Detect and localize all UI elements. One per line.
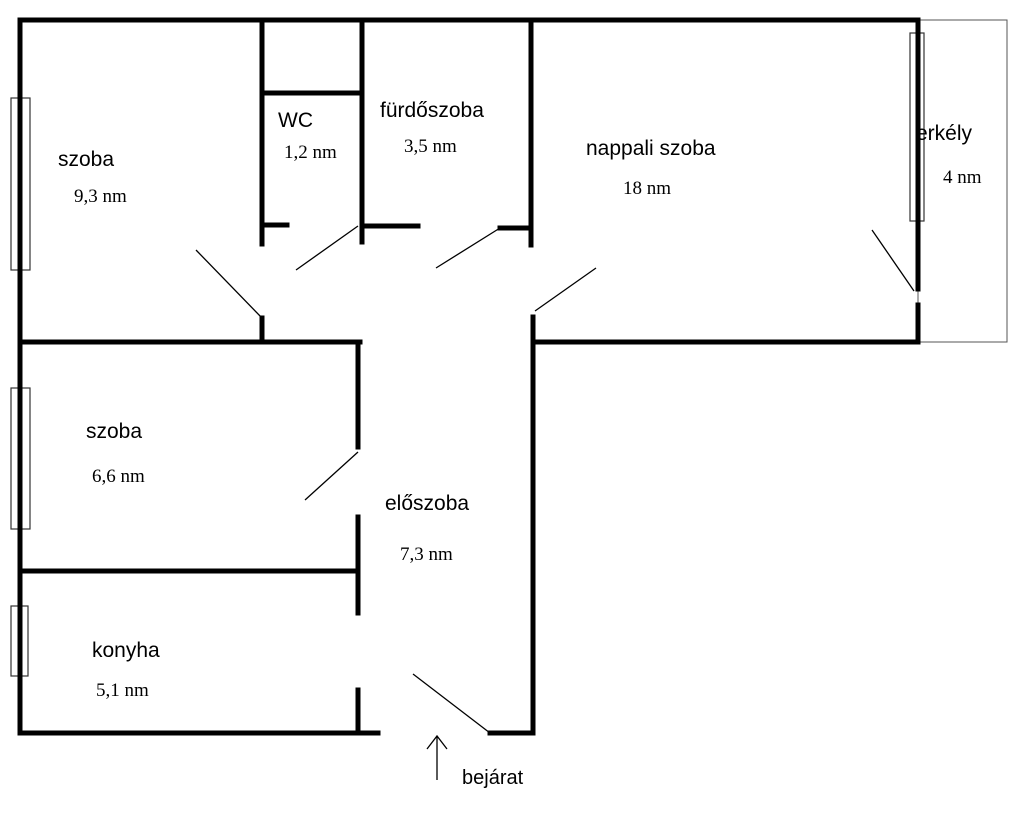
- windows: [10, 32, 925, 677]
- room-name-nappali: nappali szoba: [586, 137, 716, 160]
- room-area-konyha: 5,1 nm: [96, 680, 149, 701]
- room-area-nappali: 18 nm: [623, 178, 671, 199]
- room-area-furdoszoba: 3,5 nm: [404, 136, 457, 157]
- room-name-furdoszoba: fürdőszoba: [380, 99, 484, 122]
- entrance-arrow-icon: [426, 734, 448, 780]
- room-area-wc: 1,2 nm: [284, 142, 337, 163]
- walls: [17, 17, 921, 736]
- room-name-szoba-1: szoba: [58, 148, 114, 171]
- doors: [195, 225, 915, 734]
- room-name-erkely: erkély: [916, 122, 973, 145]
- door-szoba-1: [195, 249, 263, 319]
- door-erkely: [871, 229, 915, 292]
- entrance-label: bejárat: [462, 767, 524, 789]
- door-szoba-2: [304, 451, 359, 501]
- room-name-konyha: konyha: [92, 639, 160, 662]
- door-bejarat: [412, 673, 491, 734]
- door-furdoszoba: [435, 227, 501, 269]
- room-name-szoba-2: szoba: [86, 420, 142, 443]
- room-area-erkely: 4 nm: [943, 167, 982, 188]
- room-area-szoba-2: 6,6 nm: [92, 466, 145, 487]
- room-area-szoba-1: 9,3 nm: [74, 186, 127, 207]
- room-name-eloszoba: előszoba: [385, 492, 469, 515]
- room-name-wc: WC: [278, 109, 313, 132]
- door-wc: [295, 225, 359, 271]
- room-area-eloszoba: 7,3 nm: [400, 544, 453, 565]
- door-nappali: [534, 267, 597, 312]
